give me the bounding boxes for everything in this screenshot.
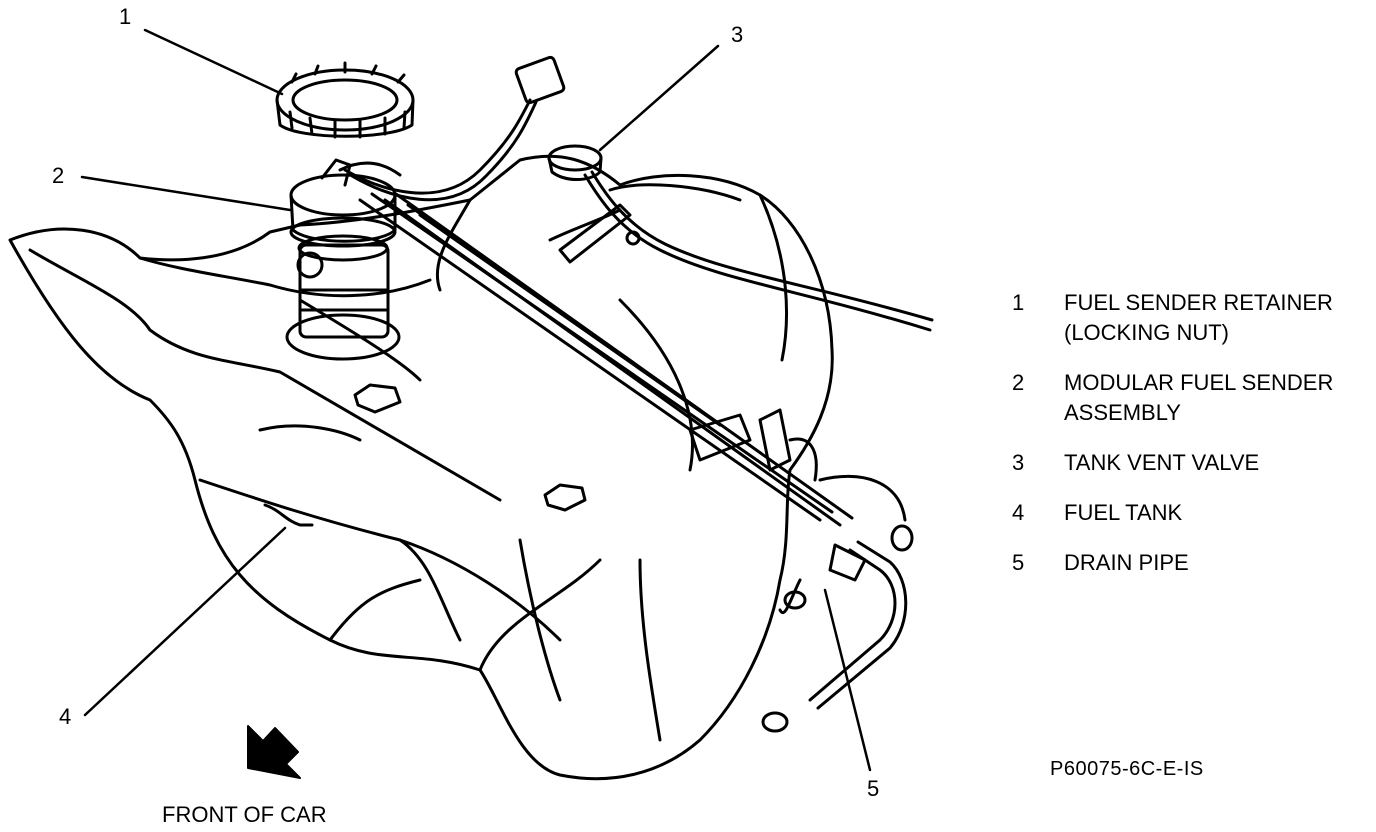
legend-number: 5 — [1012, 550, 1025, 575]
legend-number: 4 — [1012, 500, 1025, 525]
legend-label: DRAIN PIPE — [1064, 550, 1189, 575]
callout-4: 4 — [59, 704, 72, 729]
leader-lines — [80, 28, 872, 772]
legend-label: MODULAR FUEL SENDER ASSEMBLY — [1064, 370, 1334, 425]
callout-5: 5 — [867, 776, 880, 801]
legend-label: TANK VENT VALVE — [1064, 450, 1260, 475]
wiring-harness — [343, 55, 566, 202]
leader-line-2 — [80, 175, 292, 212]
legend-label: FUEL SENDER RETAINER (LOCKING NUT) — [1064, 290, 1333, 345]
modular-fuel-sender — [285, 158, 402, 361]
fuel-tank — [8, 154, 834, 781]
fuel-sender-retainer — [275, 61, 415, 139]
legend-number: 3 — [1012, 450, 1025, 475]
legend-number: 1 — [1012, 290, 1025, 315]
callout-2: 2 — [52, 163, 65, 188]
leader-line-1 — [143, 28, 284, 96]
legend-item: 1 FUEL SENDER RETAINER (LOCKING NUT) — [1012, 288, 1372, 348]
legend-item: 3 TANK VENT VALVE — [1012, 448, 1372, 478]
arrow-down-left-icon — [247, 725, 301, 779]
callout-1: 1 — [119, 4, 132, 29]
legend-item: 5 DRAIN PIPE — [1012, 548, 1372, 578]
legend-label: FUEL TANK — [1064, 500, 1183, 525]
legend-item: 4 FUEL TANK — [1012, 498, 1372, 528]
fuel-lines — [358, 192, 854, 527]
parts-legend: 1 FUEL SENDER RETAINER (LOCKING NUT) 2 M… — [1012, 288, 1372, 598]
callout-3: 3 — [731, 22, 744, 47]
figure-code: P60075-6C-E-IS — [1050, 758, 1204, 780]
tank-vent-valve — [547, 144, 934, 332]
legend-number: 2 — [1012, 370, 1025, 395]
leader-line-5 — [823, 588, 872, 772]
leader-line-4 — [83, 526, 287, 717]
drain-pipe — [761, 474, 914, 733]
front-of-car-label: FRONT OF CAR — [162, 802, 327, 827]
legend-item: 2 MODULAR FUEL SENDER ASSEMBLY — [1012, 368, 1372, 428]
leader-line-3 — [598, 44, 720, 152]
